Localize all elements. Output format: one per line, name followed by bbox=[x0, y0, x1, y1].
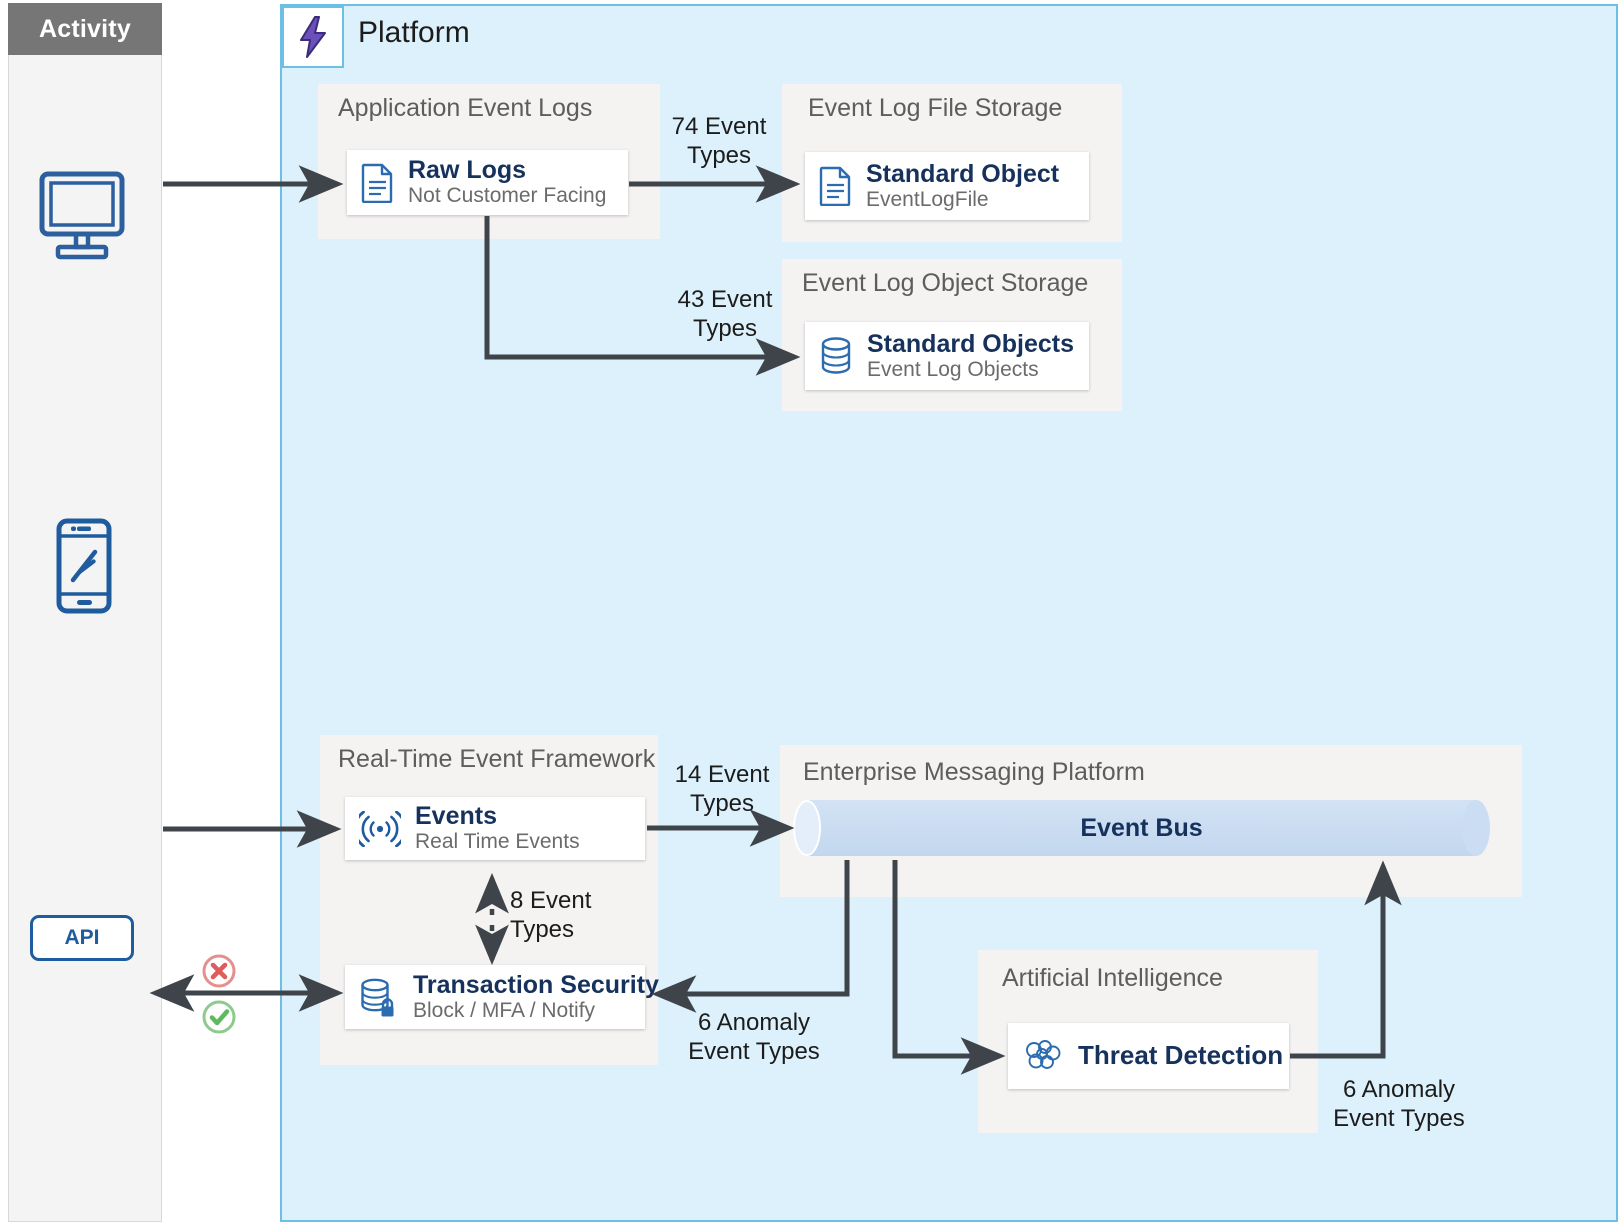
neural-network-icon bbox=[1022, 1038, 1064, 1074]
edge-label-threat-anomaly: 6 Anomaly Event Types bbox=[1333, 1076, 1465, 1133]
activity-header: Activity bbox=[8, 3, 162, 55]
card-standard-objects[interactable]: Standard Objects Event Log Objects bbox=[805, 322, 1089, 390]
card-threat-detection[interactable]: Threat Detection bbox=[1008, 1023, 1289, 1089]
broadcast-icon bbox=[359, 810, 401, 847]
card-title: Events bbox=[415, 802, 497, 831]
desktop-icon bbox=[38, 170, 126, 267]
cylinder-cap-right bbox=[1462, 800, 1490, 856]
card-subtitle: EventLogFile bbox=[866, 187, 989, 211]
platform-title: Platform bbox=[358, 16, 470, 49]
card-subtitle: Block / MFA / Notify bbox=[413, 998, 596, 1022]
mobile-icon bbox=[56, 518, 112, 619]
group-title-application-event-logs: Application Event Logs bbox=[338, 94, 593, 122]
document-icon bbox=[819, 166, 852, 206]
group-title-artificial-intelligence: Artificial Intelligence bbox=[1002, 964, 1223, 992]
card-subtitle: Not Customer Facing bbox=[408, 184, 607, 208]
card-standard-object[interactable]: Standard Object EventLogFile bbox=[805, 152, 1089, 220]
card-subtitle: Real Time Events bbox=[415, 830, 580, 854]
edge-label-43-event-types: 43 Event Types bbox=[677, 286, 773, 343]
blocked-icon bbox=[200, 952, 238, 995]
card-transaction-security[interactable]: Transaction Security Block / MFA / Notif… bbox=[345, 965, 659, 1029]
card-title: Standard Object bbox=[866, 159, 1060, 188]
group-title-event-log-object-storage: Event Log Object Storage bbox=[802, 269, 1089, 297]
api-badge[interactable]: API bbox=[30, 915, 134, 961]
card-title: Transaction Security bbox=[413, 970, 659, 999]
group-title-event-log-file-storage: Event Log File Storage bbox=[808, 94, 1063, 122]
card-events[interactable]: Events Real Time Events bbox=[345, 797, 645, 860]
card-title: Standard Objects bbox=[867, 329, 1074, 358]
card-title: Raw Logs bbox=[408, 156, 527, 185]
document-icon bbox=[361, 163, 394, 203]
database-lock-icon bbox=[359, 976, 399, 1018]
card-raw-logs[interactable]: Raw Logs Not Customer Facing bbox=[347, 150, 628, 215]
edge-label-bus-anomaly: 6 Anomaly Event Types bbox=[688, 1009, 820, 1066]
card-title: Threat Detection bbox=[1078, 1040, 1284, 1071]
lightning-bolt-icon bbox=[282, 6, 344, 68]
cylinder-body bbox=[807, 800, 1476, 856]
edge-label-8-event-types: 8 Event Types bbox=[510, 887, 592, 944]
allowed-icon bbox=[200, 998, 238, 1041]
database-icon bbox=[819, 336, 853, 376]
card-subtitle: Event Log Objects bbox=[867, 357, 1039, 381]
event-bus-label: Event Bus bbox=[1080, 813, 1203, 842]
group-title-enterprise-messaging-platform: Enterprise Messaging Platform bbox=[803, 758, 1145, 786]
event-bus-cylinder[interactable]: Event Bus bbox=[793, 800, 1490, 856]
group-title-real-time-event-framework: Real-Time Event Framework bbox=[338, 745, 656, 773]
edge-label-74-event-types: 74 Event Types bbox=[671, 113, 767, 170]
edge-label-14-event-types: 14 Event Types bbox=[674, 761, 770, 818]
